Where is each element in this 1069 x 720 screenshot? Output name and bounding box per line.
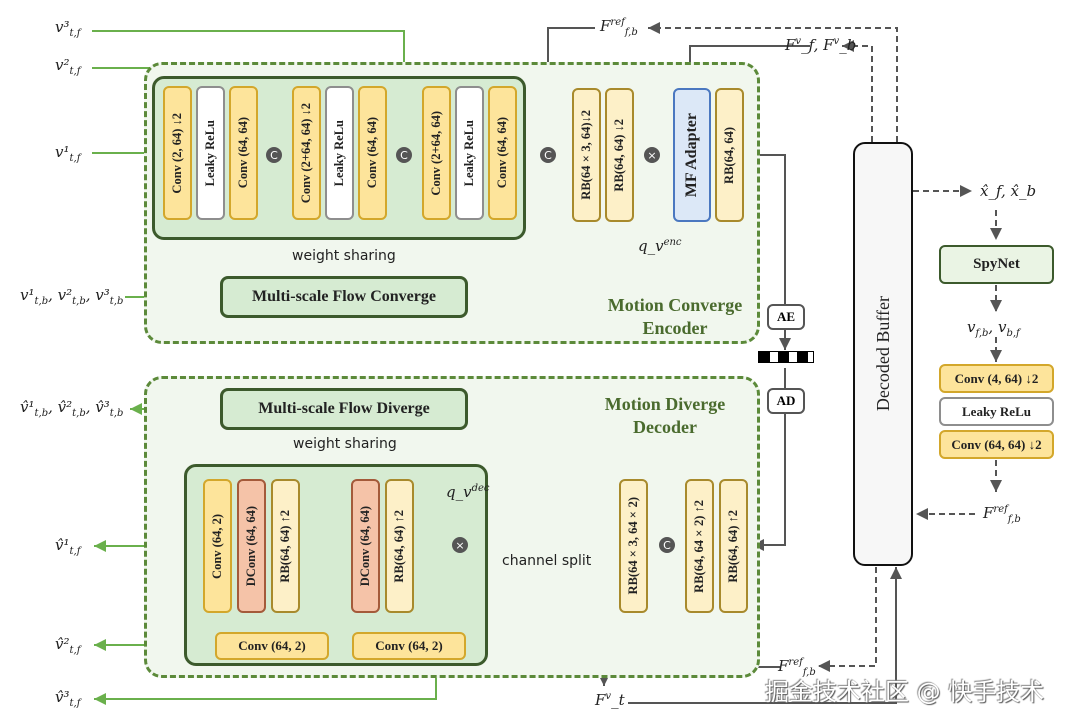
enc-block-2-label: Leaky ReLu xyxy=(203,119,217,187)
enc-block-2: Leaky ReLu xyxy=(196,86,225,220)
label-vhat-tb: v̂¹t,b, v̂²t,b, v̂³t,b xyxy=(20,398,124,419)
dec-rb-b-label: RB(64, 64×2) ↑2 xyxy=(692,499,706,593)
enc-block-4-label: Conv (2+64, 64) ↓2 xyxy=(299,102,313,204)
enc-block-6: Conv (64, 64) xyxy=(358,86,387,220)
label-v-fb: vf,b, vb,f xyxy=(967,318,1020,339)
decoder-title-line2: Decoder xyxy=(633,416,697,437)
dec-block-1-label: Conv (64, 2) xyxy=(210,513,224,579)
dec-block-1: Conv (64, 2) xyxy=(203,479,232,613)
label-v1tf: v¹t,f xyxy=(55,143,81,164)
enc-rb-1-label: RB(64×3, 64)↓2 xyxy=(579,110,593,200)
dec-conv-bottom-2: Conv (64, 2) xyxy=(352,632,466,660)
enc-block-6-label: Conv (64, 64) xyxy=(365,117,379,189)
label-x-hat: x̂_f, x̂_b xyxy=(980,182,1037,200)
enc-block-9: Conv (64, 64) xyxy=(488,86,517,220)
label-fref-right: Freff,b xyxy=(983,504,1021,525)
label-vhat2: v̂²t,f xyxy=(55,635,81,656)
ad-block: AD xyxy=(767,388,805,414)
ae-block: AE xyxy=(767,304,805,330)
concat-icon: C xyxy=(540,147,556,163)
dec-block-3-label: RB(64, 64) ↑2 xyxy=(278,509,292,583)
bitstream-icon xyxy=(758,351,814,363)
enc-block-7: Conv (2+64, 64) xyxy=(422,86,451,220)
dec-rb-a-label: RB(64×3, 64×2) xyxy=(626,497,640,595)
enc-block-5: Leaky ReLu xyxy=(325,86,354,220)
spynet-block: SpyNet xyxy=(939,245,1054,284)
dec-block-4: DConv (64, 64) xyxy=(351,479,380,613)
decoded-buffer-label: Decoded Buffer xyxy=(872,296,893,412)
dec-block-5-label: RB(64, 64) ↑2 xyxy=(392,509,406,583)
multi-scale-flow-converge: Multi-scale Flow Converge xyxy=(220,276,468,318)
mf-adapter-label: MF Adapter xyxy=(683,112,700,198)
dec-rb-b: RB(64, 64×2) ↑2 xyxy=(685,479,714,613)
dec-weight-sharing: weight sharing xyxy=(293,436,397,452)
enc-block-5-label: Leaky ReLu xyxy=(332,119,346,187)
label-vtb: v¹t,b, v²t,b, v³t,b xyxy=(20,286,124,307)
enc-block-8-label: Leaky ReLu xyxy=(462,119,476,187)
enc-block-4: Conv (2+64, 64) ↓2 xyxy=(292,86,321,220)
dec-block-2: DConv (64, 64) xyxy=(237,479,266,613)
enc-block-1-label: Conv (2, 64) ↓2 xyxy=(170,112,184,194)
concat-icon: C xyxy=(396,147,412,163)
dec-block-4-label: DConv (64, 64) xyxy=(358,505,372,587)
q-dec-label: q_vdec xyxy=(446,483,490,501)
enc-weight-sharing: weight sharing xyxy=(292,248,396,264)
concat-icon: C xyxy=(266,147,282,163)
label-v2tf: v²t,f xyxy=(55,56,81,77)
concat-icon: C xyxy=(659,537,675,553)
right-conv-1: Conv (4, 64) ↓2 xyxy=(939,364,1054,393)
enc-block-9-label: Conv (64, 64) xyxy=(495,117,509,189)
encoder-title-line1: Motion Converge xyxy=(607,295,743,315)
dec-rb-c: RB(64, 64) ↑2 xyxy=(719,479,748,613)
encoder-title-line2: Encoder xyxy=(642,317,708,338)
mf-adapter: MF Adapter xyxy=(673,88,711,222)
decoded-buffer: Decoded Buffer xyxy=(853,142,913,566)
label-ftv: Fv_t xyxy=(595,691,625,709)
watermark: 掘金技术社区 @ 快手技术 xyxy=(765,678,1045,706)
dec-conv-bottom-1: Conv (64, 2) xyxy=(215,632,329,660)
enc-block-3: Conv (64, 64) xyxy=(229,86,258,220)
enc-block-3-label: Conv (64, 64) xyxy=(236,117,250,189)
label-vhat3: v̂³t,f xyxy=(55,688,81,709)
enc-rb-3-label: RB(64, 64) xyxy=(722,126,736,184)
decoder-title-line1: Motion Diverge xyxy=(604,394,726,414)
q-enc-label: q_venc xyxy=(638,237,682,255)
channel-split-label: channel split xyxy=(502,553,592,569)
enc-rb-1: RB(64×3, 64)↓2 xyxy=(572,88,601,222)
label-f-fb-v: Fv_f, Fv_b xyxy=(785,36,857,54)
enc-rb-2-label: RB(64, 64) ↓2 xyxy=(612,118,626,192)
right-relu: Leaky ReLu xyxy=(939,397,1054,426)
multiply-icon: × xyxy=(452,537,468,553)
label-fref-bottom: Freff,b xyxy=(778,657,816,678)
enc-block-7-label: Conv (2+64, 64) xyxy=(429,110,443,196)
label-fref-top: Freff,b xyxy=(600,17,638,38)
label-v3tf: v³t,f xyxy=(55,18,81,39)
dec-block-3: RB(64, 64) ↑2 xyxy=(271,479,300,613)
dec-rb-a: RB(64×3, 64×2) xyxy=(619,479,648,613)
enc-rb-2: RB(64, 64) ↓2 xyxy=(605,88,634,222)
multi-scale-flow-diverge: Multi-scale Flow Diverge xyxy=(220,388,468,430)
label-vhat1: v̂¹t,f xyxy=(55,536,81,557)
dec-block-2-label: DConv (64, 64) xyxy=(244,505,258,587)
enc-rb-3: RB(64, 64) xyxy=(715,88,744,222)
right-conv-2: Conv (64, 64) ↓2 xyxy=(939,430,1054,459)
enc-block-1: Conv (2, 64) ↓2 xyxy=(163,86,192,220)
multiply-icon: × xyxy=(644,147,660,163)
dec-block-5: RB(64, 64) ↑2 xyxy=(385,479,414,613)
dec-rb-c-label: RB(64, 64) ↑2 xyxy=(726,509,740,583)
enc-block-8: Leaky ReLu xyxy=(455,86,484,220)
